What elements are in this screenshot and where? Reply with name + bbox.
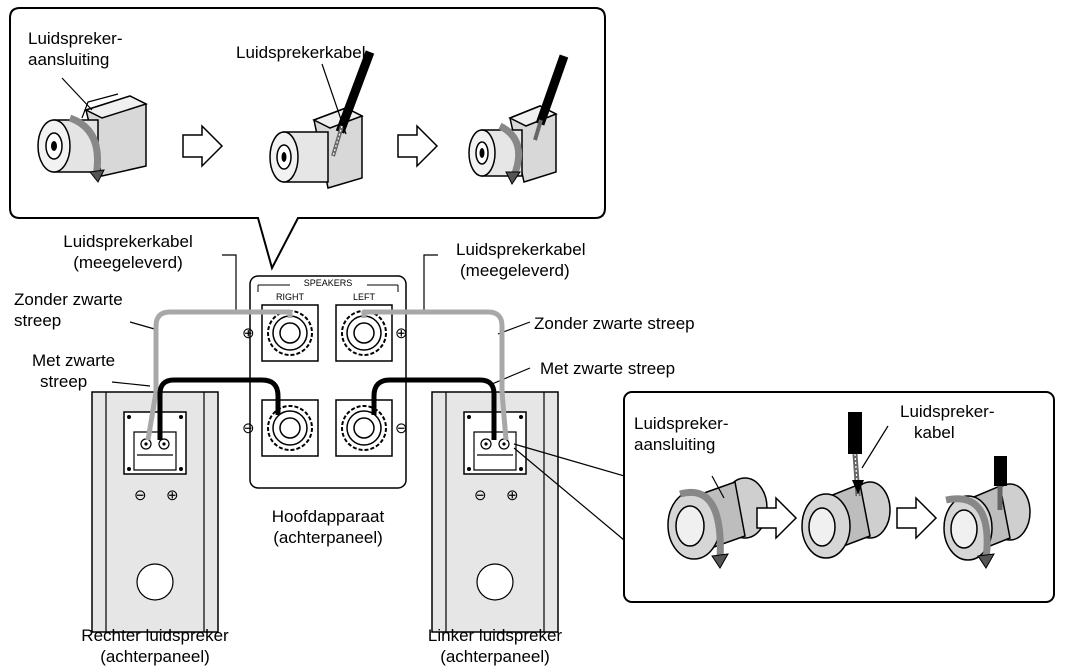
binding-post-step-3-icon (943, 456, 1031, 569)
right-no-stripe: Zonder zwarte streep (534, 314, 695, 333)
left-no-stripe-line1: Zonder zwarte (14, 290, 123, 309)
post-cable-label-line2: kabel (914, 423, 955, 442)
left-cable-label-line1: Luidsprekerkabel (63, 232, 193, 251)
left-no-stripe-line2: streep (14, 311, 62, 330)
left-speaker-caption-line1: Linker luidspreker (427, 626, 563, 645)
main-unit-caption-line2: (achterpaneel) (273, 528, 383, 547)
step-arrow-icon (896, 496, 938, 540)
step-arrow-icon (756, 496, 798, 540)
post-terminal-label-line2: aansluiting (634, 435, 716, 454)
right-speaker-caption-line1: Rechter luidspreker (81, 626, 229, 645)
binding-post-step-1-icon (667, 477, 768, 569)
right-stripe: Met zwarte streep (540, 359, 676, 378)
left-cable-label-line2: (meegeleverd) (73, 253, 183, 272)
bottom-callout (623, 391, 1055, 603)
cable-label: Luidsprekerkabel (236, 43, 366, 62)
step-arrow-icon (182, 124, 224, 168)
step-arrow-icon (397, 124, 439, 168)
post-cable-label-line1: Luidspreker- (900, 402, 995, 421)
right-cable-label-line1: Luidsprekerkabel (456, 240, 586, 259)
right-speaker (91, 391, 219, 633)
left-speaker-caption-line2: (achterpaneel) (440, 647, 550, 666)
speakers-label: SPEAKERS (303, 278, 353, 288)
right-cable-label-line2: (meegeleverd) (460, 261, 570, 280)
terminal-label-line2: aansluiting (28, 50, 110, 69)
left-leader-lines (111, 254, 531, 387)
left-speaker-plus-symbol: ⊕ (506, 487, 519, 504)
panel-minus-right-symbol: ⊖ (395, 420, 408, 437)
terminal-step-1-icon (37, 93, 148, 183)
left-channel-label: LEFT (352, 292, 375, 302)
left-stripe-line1: Met zwarte (32, 351, 116, 370)
terminal-left-minus (335, 399, 393, 457)
right-speaker-caption-line2: (achterpaneel) (100, 647, 210, 666)
panel-plus-left-symbol: ⊕ (242, 325, 255, 342)
terminal-right-minus (261, 399, 319, 457)
terminal-label-line1: Luidspreker- (28, 29, 123, 48)
terminal-step-3-icon (468, 54, 569, 185)
terminal-left-plus (335, 304, 393, 362)
right-speaker-minus-symbol: ⊖ (134, 487, 147, 504)
black-wires (157, 377, 497, 440)
binding-post-step-2-icon (801, 412, 891, 559)
gray-wires (145, 309, 509, 441)
top-callout (9, 7, 606, 271)
left-stripe-line2: streep (40, 372, 88, 391)
terminal-step-2-icon (269, 50, 375, 189)
right-speaker-plus-symbol: ⊕ (166, 487, 179, 504)
main-unit-panel (249, 275, 407, 489)
panel-plus-right-symbol: ⊕ (395, 325, 408, 342)
post-terminal-label-line1: Luidspreker- (634, 414, 729, 433)
panel-minus-left-symbol: ⊖ (242, 420, 255, 437)
right-channel-label: RIGHT (276, 292, 304, 302)
left-speaker-minus-symbol: ⊖ (474, 487, 487, 504)
main-unit-caption-line1: Hoofdapparaat (271, 507, 385, 526)
